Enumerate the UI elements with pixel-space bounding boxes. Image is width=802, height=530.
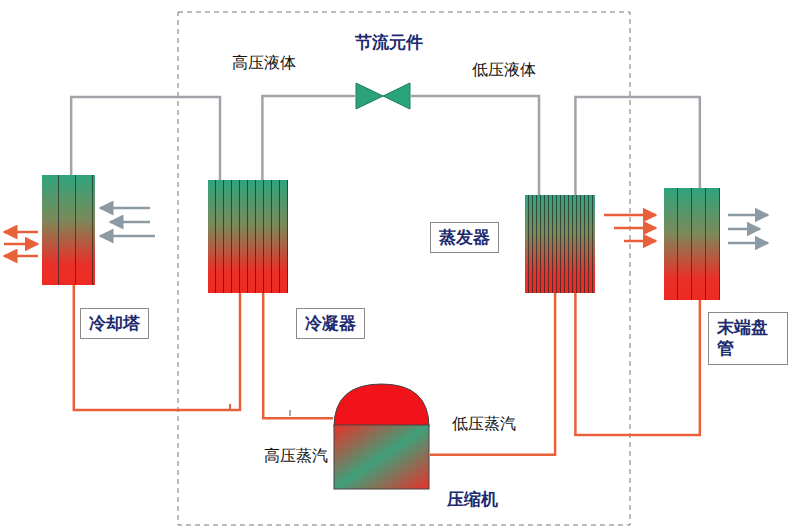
node-label: 节流元件 xyxy=(355,32,423,53)
pipe-connector xyxy=(411,96,539,195)
pipe-label: 低压液体 xyxy=(470,60,538,81)
valve-symbol xyxy=(355,82,411,110)
pipe-connector xyxy=(74,285,240,410)
node-label: 冷凝器 xyxy=(296,308,365,339)
pipe-label: 高压蒸汽 xyxy=(262,446,330,467)
pipe-connector xyxy=(262,96,355,180)
condenser: 冷凝器 xyxy=(208,180,288,293)
compressor-symbol xyxy=(333,383,430,490)
pipe-connector xyxy=(575,97,699,195)
pipe-connector xyxy=(430,293,555,455)
node-label: 蒸发器 xyxy=(430,222,499,253)
node-label: 冷却塔 xyxy=(80,308,149,339)
compressor: 压缩机 xyxy=(333,383,430,490)
system-boundary xyxy=(178,12,630,525)
pipe-connector xyxy=(71,97,220,180)
throttle-valve: 节流元件 xyxy=(355,82,411,110)
pipe-tick xyxy=(290,410,291,416)
pipe-connector xyxy=(575,293,699,435)
pipe-label: 高压液体 xyxy=(230,53,298,74)
node-label: 压缩机 xyxy=(447,489,498,510)
node-label: 末端盘管 xyxy=(708,312,788,365)
terminal-coil: 末端盘管 xyxy=(664,188,720,300)
pipe-label: 低压蒸汽 xyxy=(450,414,518,435)
cooling-tower: 冷却塔 xyxy=(42,175,95,285)
evaporator: 蒸发器 xyxy=(525,195,595,293)
